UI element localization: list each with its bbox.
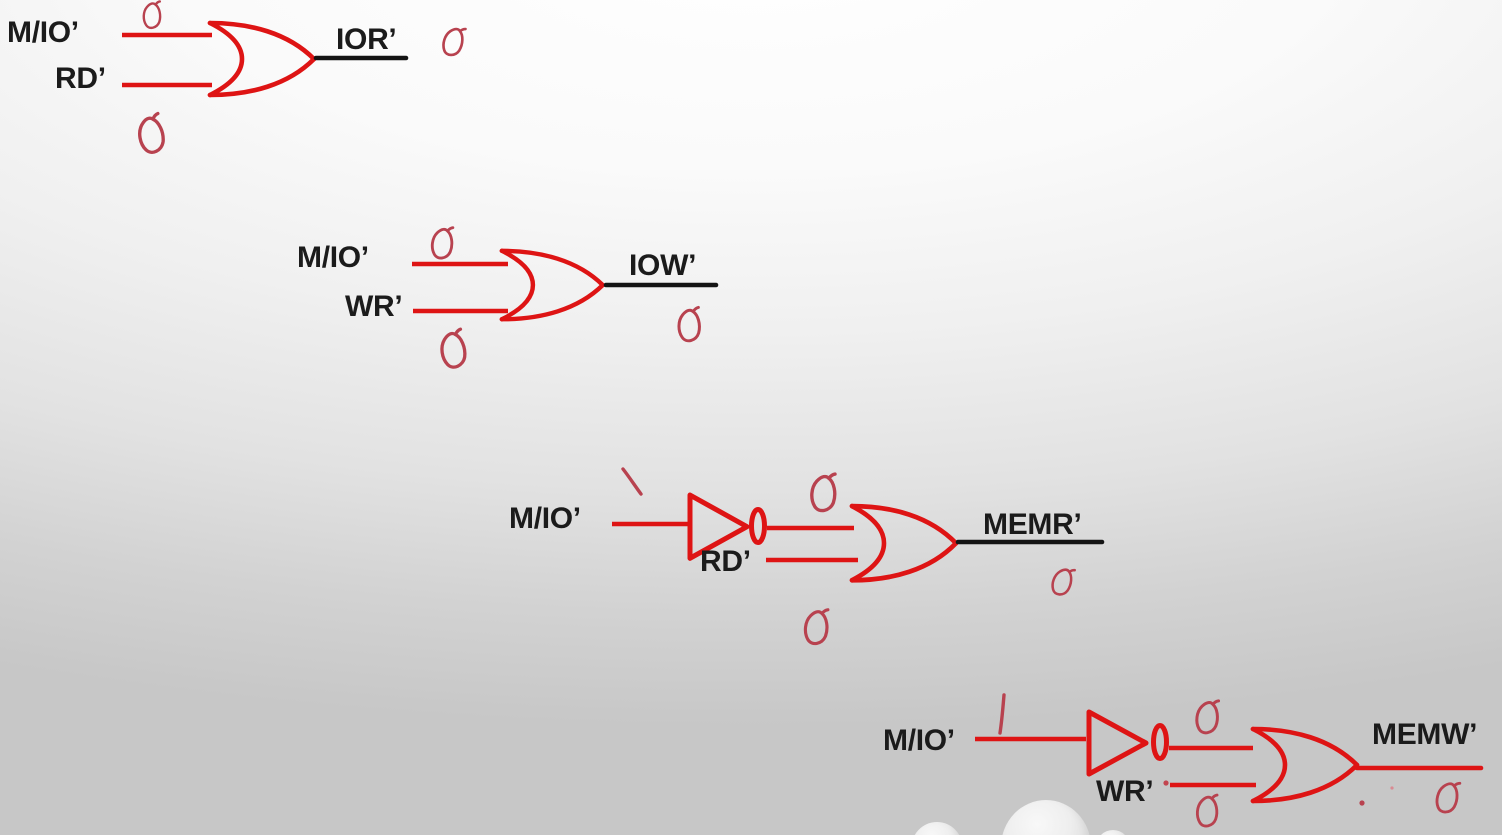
or-gate — [852, 506, 956, 580]
handwritten-zero — [801, 608, 833, 647]
gate2-input1-label: M/IO’ — [297, 241, 369, 274]
gate4-input1-label: M/IO’ — [883, 724, 955, 757]
handwritten-zero — [140, 0, 166, 31]
not-gate — [1089, 712, 1146, 774]
handwritten-zero — [434, 327, 474, 372]
gate-memr — [612, 467, 1105, 647]
pen-dot — [1359, 800, 1365, 806]
pen-dot — [1390, 786, 1394, 790]
handwritten-one — [998, 693, 1006, 735]
gate-iow — [412, 226, 719, 372]
or-gate — [210, 23, 314, 95]
inverter-bubble — [749, 507, 767, 545]
or-gate — [1253, 729, 1357, 801]
gate4-input2-label: WR’ — [1096, 775, 1154, 808]
decor-bubble-small-right — [1096, 830, 1130, 835]
gate1-output-label: IOR’ — [336, 23, 397, 56]
decor-bubble-small-left — [911, 822, 963, 835]
handwritten-zero — [131, 111, 173, 157]
handwritten-one — [621, 467, 643, 496]
handwritten-zero — [674, 305, 707, 344]
pen-dot — [1163, 780, 1169, 786]
or-gate — [502, 251, 603, 319]
gate3-input1-label: M/IO’ — [509, 502, 581, 535]
handwritten-zero — [1193, 699, 1223, 736]
gate3-output-label: MEMR’ — [983, 508, 1082, 541]
gate4-output-label: MEMW’ — [1372, 718, 1478, 751]
handwritten-zero — [1435, 781, 1462, 814]
handwritten-zero — [1193, 793, 1223, 829]
gate-ior — [122, 0, 467, 157]
gate-memw — [975, 693, 1484, 829]
handwritten-zero — [429, 226, 457, 261]
gate2-input2-label: WR’ — [345, 290, 403, 323]
gate1-input1-label: M/IO’ — [7, 16, 79, 49]
gate1-input2-label: RD’ — [55, 62, 106, 95]
gate2-output-label: IOW’ — [629, 249, 697, 282]
handwritten-zero — [1050, 566, 1076, 598]
handwritten-zero — [441, 25, 467, 58]
handwritten-zero — [807, 472, 842, 514]
gate3-input2-label: RD’ — [700, 545, 751, 578]
inverter-bubble — [1151, 723, 1169, 761]
